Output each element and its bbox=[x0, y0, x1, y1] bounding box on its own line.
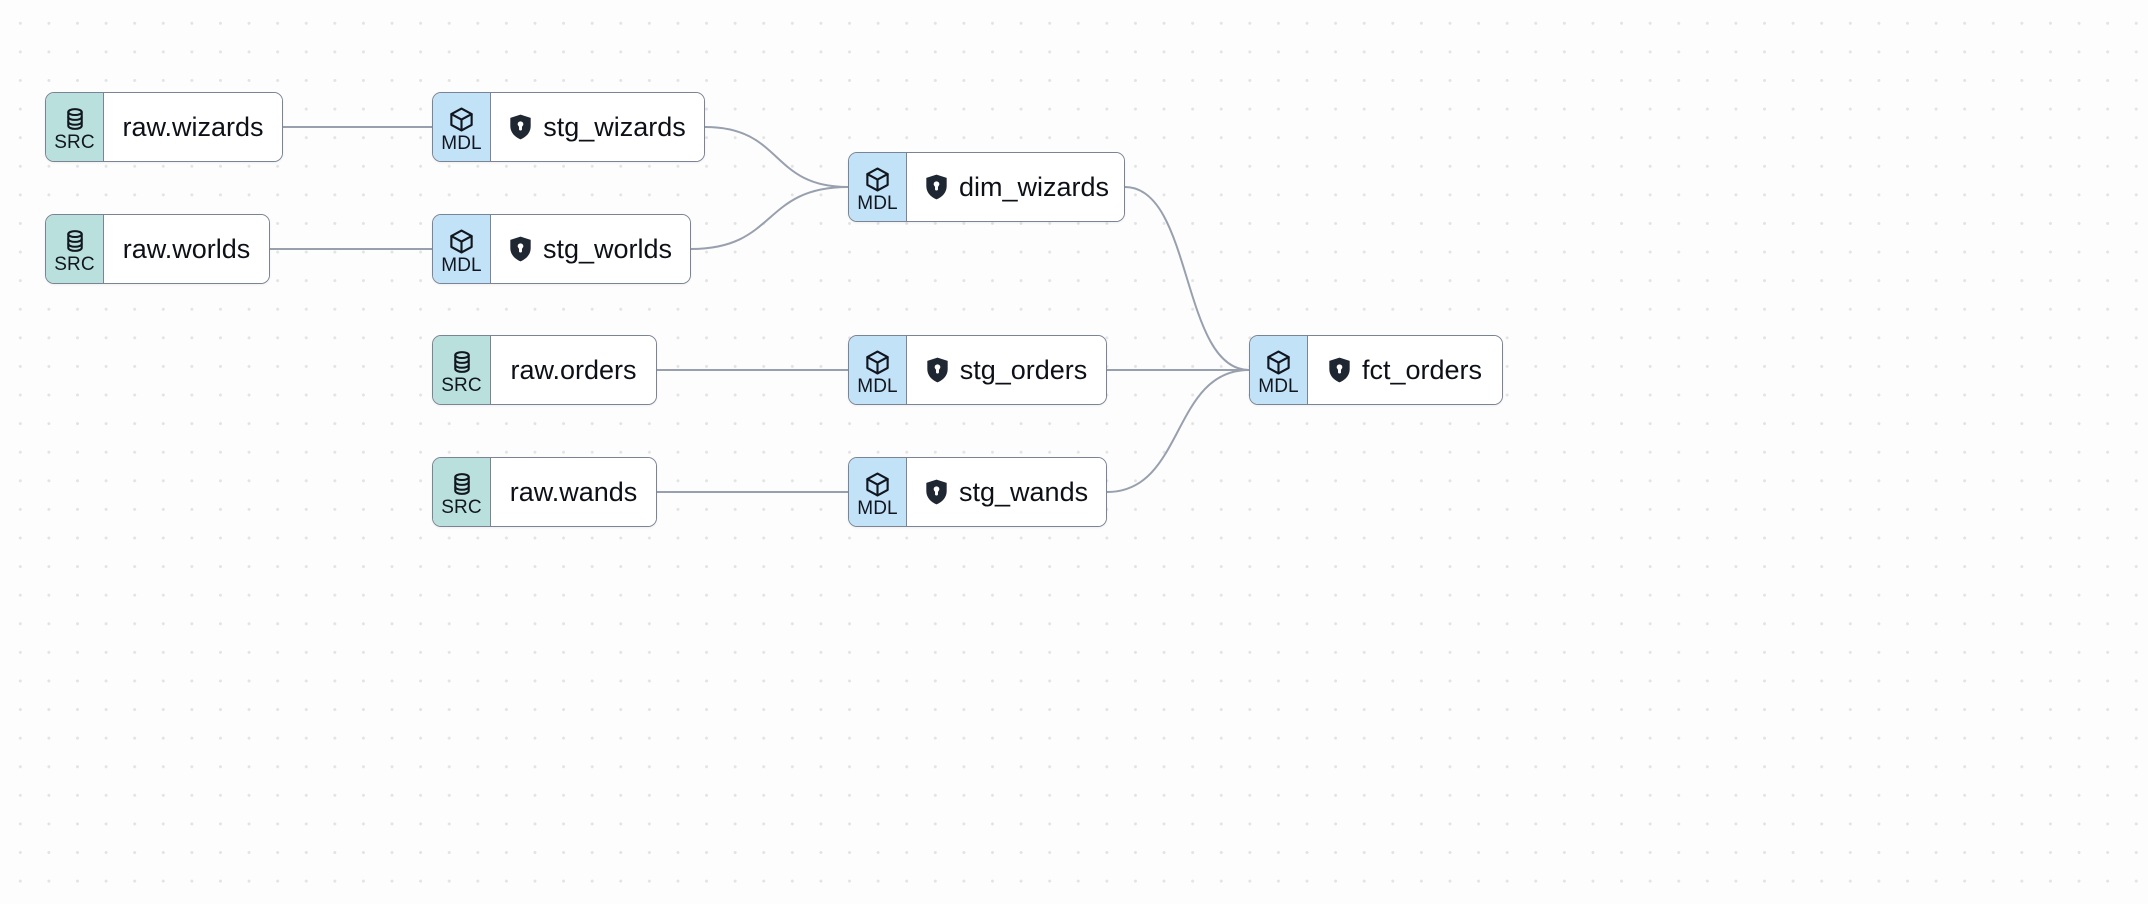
shield-lock-icon bbox=[926, 357, 949, 383]
lineage-node-raw_worlds[interactable]: SRC raw.worlds bbox=[45, 214, 270, 284]
node-type-label: MDL bbox=[857, 497, 898, 519]
node-type-badge-stg_wands: MDL bbox=[849, 458, 907, 526]
node-type-label: MDL bbox=[857, 375, 898, 397]
cube-icon bbox=[1265, 349, 1292, 376]
node-label: dim_wizards bbox=[959, 171, 1110, 202]
node-body-stg_wands: stg_wands bbox=[907, 458, 1106, 526]
node-type-badge-raw_wizards: SRC bbox=[46, 93, 104, 161]
node-label: raw.orders bbox=[510, 354, 637, 385]
node-label: stg_worlds bbox=[543, 233, 673, 264]
cube-icon bbox=[864, 349, 891, 376]
node-type-badge-stg_wizards: MDL bbox=[433, 93, 491, 161]
node-body-dim_wizards: dim_wizards bbox=[907, 153, 1124, 221]
node-label: fct_orders bbox=[1361, 354, 1483, 385]
shield-lock-icon bbox=[509, 114, 532, 140]
cube-icon bbox=[448, 228, 475, 255]
node-type-badge-stg_orders: MDL bbox=[849, 336, 907, 404]
node-type-badge-stg_worlds: MDL bbox=[433, 215, 491, 283]
node-body-stg_worlds: stg_worlds bbox=[491, 215, 690, 283]
lineage-node-stg_wizards[interactable]: MDL stg_wizards bbox=[432, 92, 705, 162]
edge-stg_wands-to-fct_orders bbox=[1106, 369, 1250, 493]
node-type-badge-raw_worlds: SRC bbox=[46, 215, 104, 283]
node-label: stg_wizards bbox=[543, 111, 686, 142]
shield-lock-icon bbox=[1328, 357, 1351, 383]
lineage-node-raw_orders[interactable]: SRC raw.orders bbox=[432, 335, 657, 405]
node-type-label: MDL bbox=[441, 132, 482, 154]
node-type-badge-dim_wizards: MDL bbox=[849, 153, 907, 221]
lineage-node-stg_worlds[interactable]: MDL stg_worlds bbox=[432, 214, 691, 284]
node-type-badge-raw_wands: SRC bbox=[433, 458, 491, 526]
shield-lock-icon bbox=[925, 479, 948, 505]
lineage-node-stg_orders[interactable]: MDL stg_orders bbox=[848, 335, 1107, 405]
node-type-label: SRC bbox=[54, 254, 95, 275]
node-type-label: MDL bbox=[1258, 375, 1299, 397]
shield-lock-icon bbox=[509, 236, 532, 262]
node-type-label: SRC bbox=[54, 132, 95, 153]
node-type-label: MDL bbox=[441, 254, 482, 276]
node-type-label: MDL bbox=[857, 192, 898, 214]
node-body-raw_wizards: raw.wizards bbox=[104, 93, 282, 161]
database-icon bbox=[449, 471, 475, 497]
node-body-stg_orders: stg_orders bbox=[907, 336, 1106, 404]
node-body-stg_wizards: stg_wizards bbox=[491, 93, 704, 161]
node-type-label: SRC bbox=[441, 497, 482, 518]
lineage-node-dim_wizards[interactable]: MDL dim_wizards bbox=[848, 152, 1125, 222]
lineage-node-fct_orders[interactable]: MDL fct_orders bbox=[1249, 335, 1503, 405]
lineage-node-raw_wizards[interactable]: SRC raw.wizards bbox=[45, 92, 283, 162]
edge-dim_wizards-to-fct_orders bbox=[1124, 186, 1250, 371]
database-icon bbox=[449, 349, 475, 375]
cube-icon bbox=[864, 166, 891, 193]
database-icon bbox=[62, 106, 88, 132]
node-label: raw.wizards bbox=[122, 111, 264, 142]
node-body-raw_wands: raw.wands bbox=[491, 458, 656, 526]
node-body-raw_orders: raw.orders bbox=[491, 336, 656, 404]
lineage-node-raw_wands[interactable]: SRC raw.wands bbox=[432, 457, 657, 527]
cube-icon bbox=[864, 471, 891, 498]
cube-icon bbox=[448, 106, 475, 133]
node-label: raw.wands bbox=[509, 476, 638, 507]
node-body-raw_worlds: raw.worlds bbox=[104, 215, 269, 283]
node-label: stg_wands bbox=[959, 476, 1089, 507]
node-body-fct_orders: fct_orders bbox=[1308, 336, 1502, 404]
shield-lock-icon bbox=[925, 174, 948, 200]
edge-stg_wizards-to-dim_wizards bbox=[704, 126, 849, 188]
node-type-badge-raw_orders: SRC bbox=[433, 336, 491, 404]
lineage-node-stg_wands[interactable]: MDL stg_wands bbox=[848, 457, 1107, 527]
edge-stg_worlds-to-dim_wizards bbox=[690, 186, 849, 250]
node-type-label: SRC bbox=[441, 375, 482, 396]
node-label: raw.worlds bbox=[122, 233, 251, 264]
node-label: stg_orders bbox=[959, 354, 1088, 385]
database-icon bbox=[62, 228, 88, 254]
node-type-badge-fct_orders: MDL bbox=[1250, 336, 1308, 404]
